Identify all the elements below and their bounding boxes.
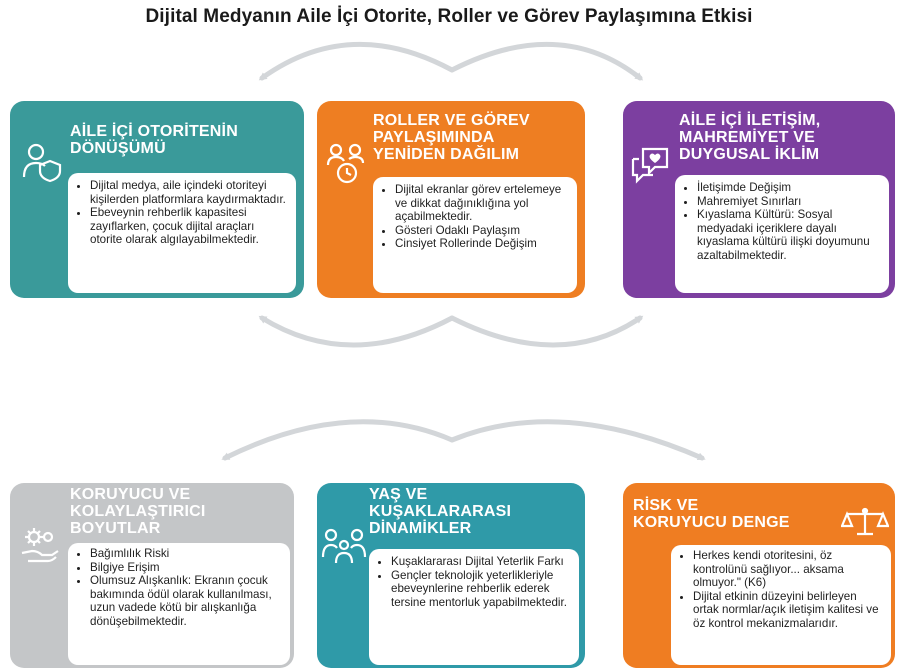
card-heading: ROLLER VE GÖREV PAYLAŞIMINDA YENİDEN DAĞ… [373, 112, 530, 163]
card-heading: AİLE İÇİ İLETİŞİM, MAHREMİYET VE DUYGUSA… [679, 112, 821, 163]
arrow-low-right [449, 419, 706, 461]
card-body: Dijital medya, aile içindeki otoriteyi k… [68, 173, 296, 293]
list-item: Herkes kendi otoritesini, öz kontrolünü … [693, 549, 883, 590]
page-title: Dijital Medyanın Aile İçi Otorite, Rolle… [145, 6, 753, 27]
chat-heart-icon [629, 141, 673, 185]
people-clock-icon [325, 141, 369, 185]
card-heading: KORUYUCU VE KOLAYLAŞTIRICI BOYUTLAR [70, 486, 206, 537]
list-item: Ebeveynin rehberlik kapasitesi zayıflark… [90, 206, 288, 247]
card-body: Dijital ekranlar görev ertelemeye ve dik… [373, 177, 577, 293]
list-item: Olumsuz Alışkanlık: Ekranın çocuk bakımı… [90, 574, 282, 628]
list-item: Kıyaslama Kültürü: Sosyal medyadaki içer… [697, 208, 881, 262]
card-body: Herkes kendi otoritesini, öz kontrolünü … [671, 545, 891, 665]
card-roles: ROLLER VE GÖREV PAYLAŞIMINDA YENİDEN DAĞ… [317, 101, 585, 298]
arrow-low-left [221, 419, 455, 461]
card-heading: AİLE İÇİ OTORİTENİN DÖNÜŞÜMÜ [70, 123, 238, 157]
list-item: Mahremiyet Sınırları [697, 195, 881, 209]
card-body: Kuşaklararası Dijital Yeterlik Farkı Gen… [369, 549, 579, 665]
card-authority: AİLE İÇİ OTORİTENİN DÖNÜŞÜMÜ Dijital med… [10, 101, 304, 298]
card-heading: YAŞ VE KUŞAKLARARASI DİNAMİKLER [369, 486, 512, 537]
list-item: Dijital ekranlar görev ertelemeye ve dik… [395, 183, 569, 224]
list-item: Dijital etkinin düzeyini belirleyen orta… [693, 590, 883, 631]
card-protective: KORUYUCU VE KOLAYLAŞTIRICI BOYUTLAR Bağı… [10, 483, 294, 668]
family-icon [321, 525, 367, 565]
gears-hand-icon [18, 523, 62, 567]
card-communication: AİLE İÇİ İLETİŞİM, MAHREMİYET VE DUYGUSA… [623, 101, 895, 298]
list-item: Dijital medya, aile içindeki otoriteyi k… [90, 179, 288, 206]
person-shield-icon [20, 139, 64, 183]
arrow-top-right [449, 41, 644, 81]
list-item: Cinsiyet Rollerinde Değişim [395, 237, 569, 251]
card-body: Bağımlılık Riski Bilgiye Erişim Olumsuz … [68, 543, 290, 665]
card-body: İletişimde Değişim Mahremiyet Sınırları … [675, 175, 889, 293]
card-heading: RİSK VE KORUYUCU DENGE [633, 497, 790, 531]
balance-scale-icon [841, 507, 889, 537]
card-generations: YAŞ VE KUŞAKLARARASI DİNAMİKLER Kuşaklar… [317, 483, 585, 668]
list-item: Bağımlılık Riski [90, 547, 282, 561]
list-item: Gösteri Odaklı Paylaşım [395, 224, 569, 238]
arrow-top-left [258, 41, 455, 81]
arrow-mid-left [258, 315, 455, 348]
list-item: Kuşaklararası Dijital Yeterlik Farkı [391, 555, 571, 569]
arrow-mid-right [449, 315, 644, 348]
list-item: Gençler teknolojik yeterlikleriyle ebeve… [391, 569, 571, 610]
list-item: İletişimde Değişim [697, 181, 881, 195]
card-risk-balance: RİSK VE KORUYUCU DENGE Herkes kendi otor… [623, 483, 895, 668]
list-item: Bilgiye Erişim [90, 561, 282, 575]
